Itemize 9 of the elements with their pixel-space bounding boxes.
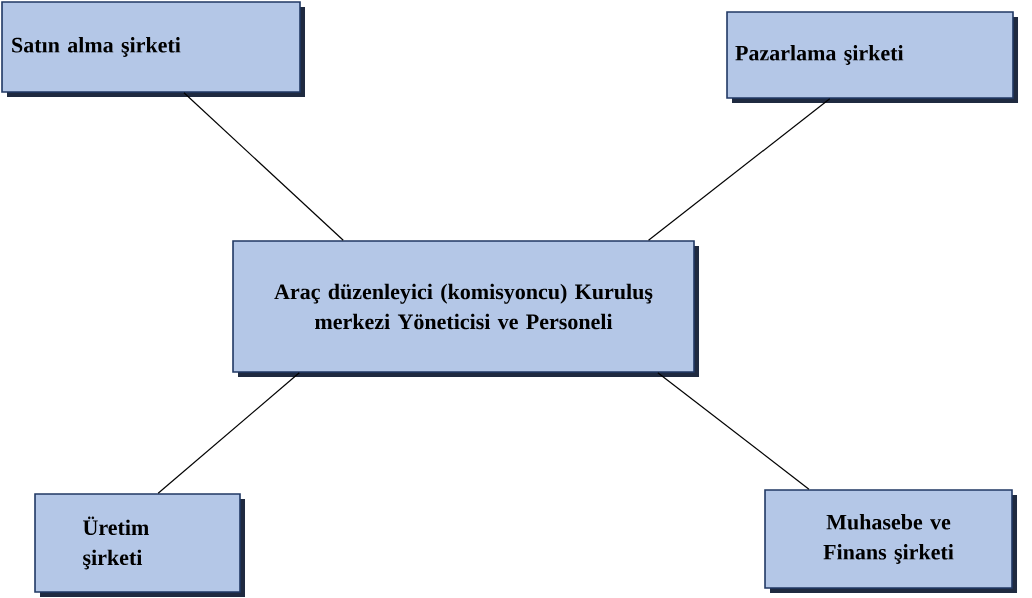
connector-line bbox=[157, 372, 300, 494]
company-box: Araç düzenleyici (komisyoncu) Kuruluş merkezi Yöneticisi ve Personeli bbox=[232, 240, 699, 377]
connector-line bbox=[183, 92, 344, 241]
connector-line bbox=[647, 98, 831, 241]
company-box: Satın alma şirketi bbox=[1, 1, 305, 97]
company-box: Muhasebe ve Finans şirketi bbox=[764, 489, 1017, 593]
connector-line bbox=[657, 372, 810, 490]
company-box: Pazarlama şirketi bbox=[726, 11, 1018, 103]
company-box: Üretim şirketi bbox=[34, 493, 245, 597]
